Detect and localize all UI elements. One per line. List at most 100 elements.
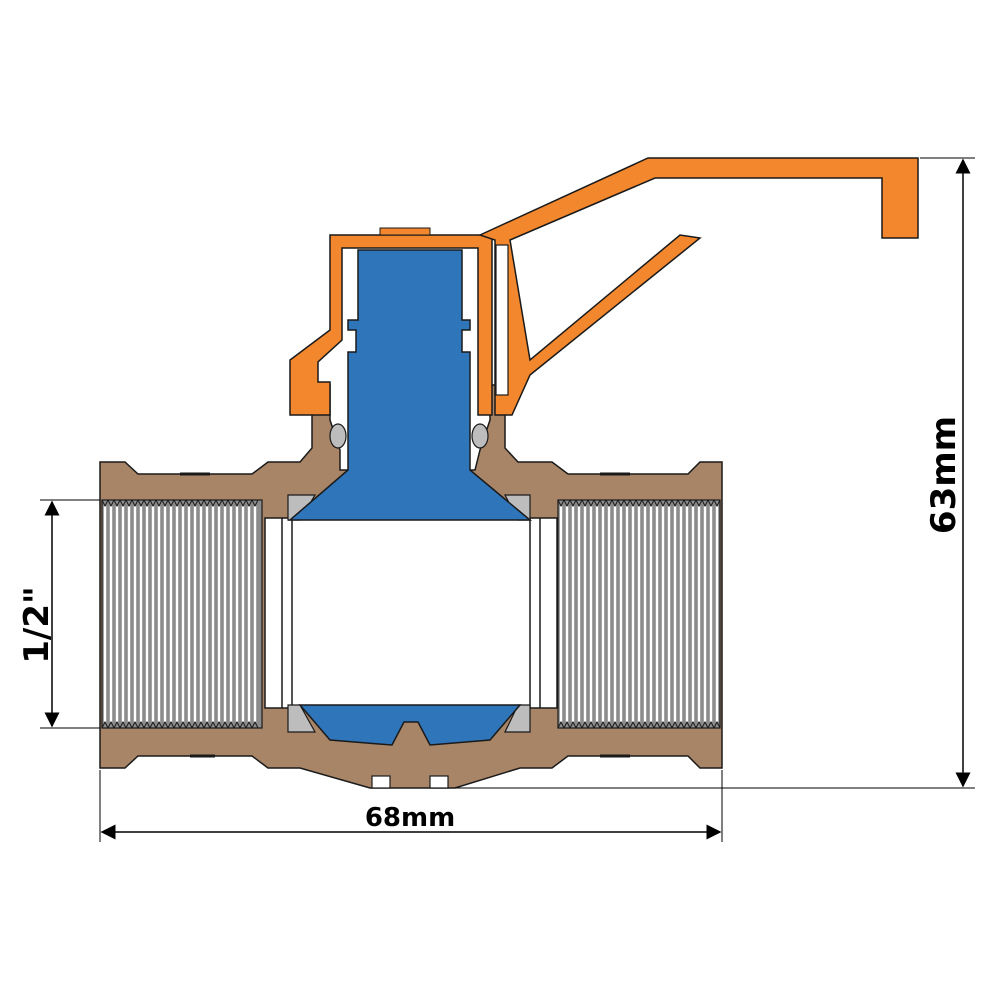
thread-tooth — [221, 720, 229, 729]
thread-tooth — [143, 499, 151, 508]
thread-tooth — [659, 499, 667, 508]
seal-bottom-left — [287, 704, 317, 733]
thread-tooth — [137, 720, 145, 729]
thread-tooth — [167, 720, 175, 729]
thread-tooth — [191, 499, 199, 508]
thread-tooth — [665, 499, 673, 508]
thread-tooth — [161, 499, 169, 508]
thread-tooth — [587, 499, 595, 508]
thread-tooth — [557, 499, 565, 508]
thread-tooth — [575, 499, 583, 508]
thread-tooth — [587, 720, 595, 729]
thread-tooth — [125, 499, 133, 508]
thread-tooth — [683, 499, 691, 508]
thread-tooth — [671, 499, 679, 508]
thread-tooth — [581, 499, 589, 508]
thread-tooth — [173, 499, 181, 508]
thread-tooth — [143, 720, 151, 729]
length-label: 68mm — [365, 803, 455, 833]
dimension-length: 68mm — [99, 770, 723, 842]
stem — [287, 249, 533, 521]
thread-tooth — [101, 499, 109, 508]
thread-tooth — [149, 499, 157, 508]
thread-label: 1/2" — [17, 586, 57, 663]
height-label: 63mm — [924, 416, 964, 534]
thread-tooth — [623, 720, 631, 729]
thread-tooth — [191, 720, 199, 729]
thread-tooth — [629, 499, 637, 508]
thread-tooth — [683, 720, 691, 729]
ball-lower — [298, 704, 522, 746]
seat-seals — [287, 423, 531, 733]
thread-tooth — [197, 499, 205, 508]
thread-tooth — [149, 720, 157, 729]
handle-slot — [495, 244, 509, 396]
thread-tooth — [647, 499, 655, 508]
thread-tooth — [581, 720, 589, 729]
thread-tooth — [227, 720, 235, 729]
thread-tooth — [677, 720, 685, 729]
oring-left — [329, 423, 347, 449]
thread-tooth — [713, 720, 721, 729]
thread-tooth — [707, 499, 715, 508]
thread-tooth — [131, 499, 139, 508]
thread-tooth — [251, 720, 259, 729]
thread-tooth — [185, 499, 193, 508]
thread-tooth — [563, 720, 571, 729]
thread-tooth — [203, 720, 211, 729]
thread-tooth — [113, 720, 121, 729]
body-bore — [264, 517, 558, 709]
thread-tooth — [101, 720, 109, 729]
thread-tooth — [689, 720, 697, 729]
thread-tooth — [599, 499, 607, 508]
thread-tooth — [695, 499, 703, 508]
thread-tooth — [689, 499, 697, 508]
thread-tooth — [119, 499, 127, 508]
thread-tooth — [695, 720, 703, 729]
thread-tooth — [593, 499, 601, 508]
thread-tooth — [179, 499, 187, 508]
thread-tooth — [239, 720, 247, 729]
thread-tooth — [677, 499, 685, 508]
thread-tooth — [119, 720, 127, 729]
thread-tooth — [653, 720, 661, 729]
thread-left — [101, 499, 263, 729]
thread-tooth — [611, 720, 619, 729]
thread-tooth — [635, 720, 643, 729]
thread-tooth — [569, 720, 577, 729]
handle-notch — [379, 227, 431, 236]
handle-lever — [477, 157, 919, 416]
thread-tooth — [611, 499, 619, 508]
thread-tooth — [251, 499, 259, 508]
thread-tooth — [245, 499, 253, 508]
dimension-thread: 1/2" — [17, 499, 100, 729]
thread-tooth — [173, 720, 181, 729]
thread-tooth — [653, 499, 661, 508]
thread-tooth — [155, 499, 163, 508]
thread-tooth — [575, 720, 583, 729]
thread-tooth — [233, 499, 241, 508]
thread-tooth — [161, 720, 169, 729]
thread-tooth — [647, 720, 655, 729]
thread-tooth — [239, 499, 247, 508]
thread-tooth — [245, 720, 253, 729]
thread-tooth — [113, 499, 121, 508]
thread-tooth — [665, 720, 673, 729]
thread-tooth — [227, 499, 235, 508]
thread-tooth — [155, 720, 163, 729]
thread-tooth — [221, 499, 229, 508]
thread-tooth — [629, 720, 637, 729]
thread-tooth — [623, 499, 631, 508]
thread-right — [557, 499, 721, 729]
oring-right — [471, 423, 489, 449]
thread-tooth — [557, 720, 565, 729]
thread-tooth — [167, 499, 175, 508]
thread-tooth — [563, 499, 571, 508]
thread-tooth — [131, 720, 139, 729]
thread-tooth — [107, 720, 115, 729]
dimension-height: 63mm — [455, 157, 975, 789]
thread-tooth — [209, 720, 217, 729]
thread-tooth — [617, 499, 625, 508]
thread-tooth — [605, 720, 613, 729]
